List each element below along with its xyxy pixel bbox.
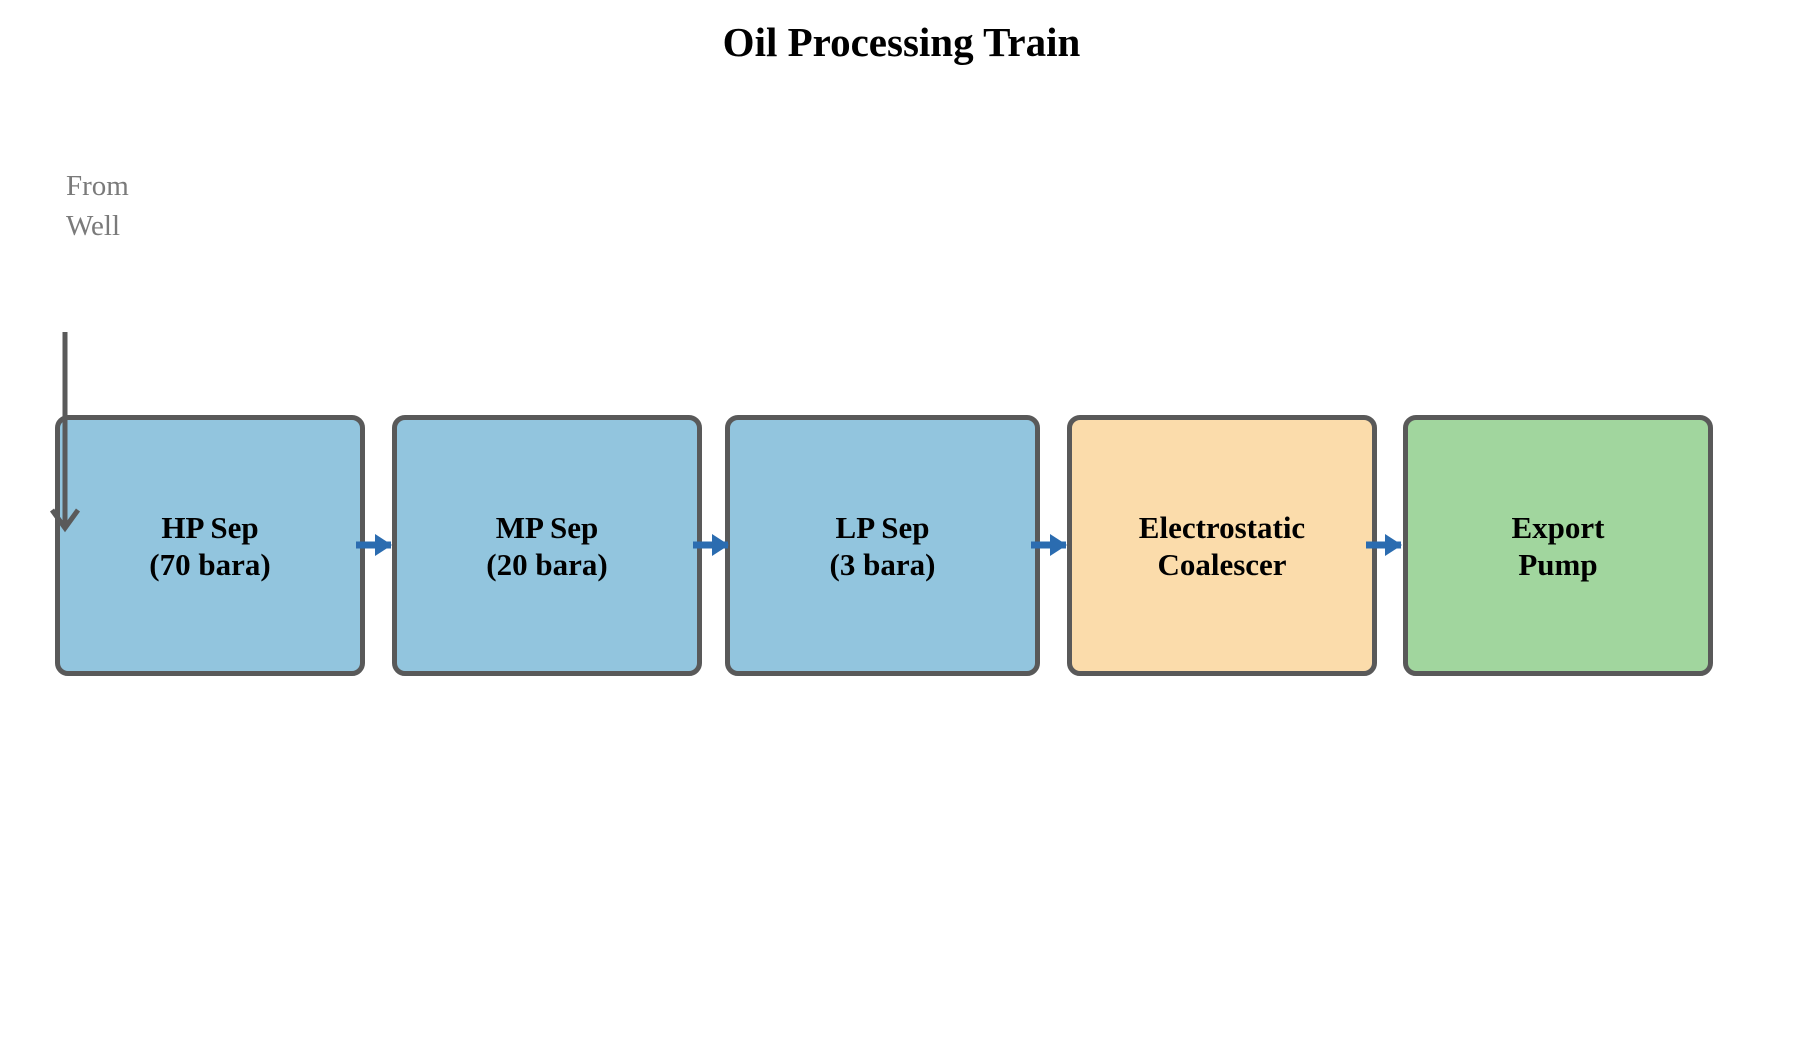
from-well-line1: From — [66, 170, 129, 202]
node-electrostatic-coalescer-line2: Coalescer — [1157, 546, 1287, 582]
node-mp-separator-pressure: (20 bara) — [486, 546, 608, 582]
node-electrostatic-coalescer: Electrostatic Coalescer — [1067, 415, 1377, 676]
node-export-pump: Export Pump — [1403, 415, 1713, 676]
node-mp-separator: MP Sep (20 bara) — [392, 415, 702, 676]
node-export-pump-line1: Export — [1511, 509, 1605, 545]
node-mp-separator-name: MP Sep — [495, 509, 599, 545]
node-lp-separator-pressure: (3 bara) — [829, 546, 936, 582]
node-hp-separator-name: HP Sep — [161, 509, 259, 545]
node-lp-separator: LP Sep (3 bara) — [725, 415, 1040, 676]
from-well-line2: Well — [66, 210, 121, 242]
node-hp-separator: HP Sep (70 bara) — [55, 415, 365, 676]
diagram-title: Oil Processing Train — [722, 19, 1081, 65]
node-lp-separator-name: LP Sep — [835, 509, 930, 545]
node-hp-separator-pressure: (70 bara) — [149, 546, 271, 582]
node-electrostatic-coalescer-line1: Electrostatic — [1138, 509, 1306, 545]
node-export-pump-line2: Pump — [1518, 546, 1598, 582]
